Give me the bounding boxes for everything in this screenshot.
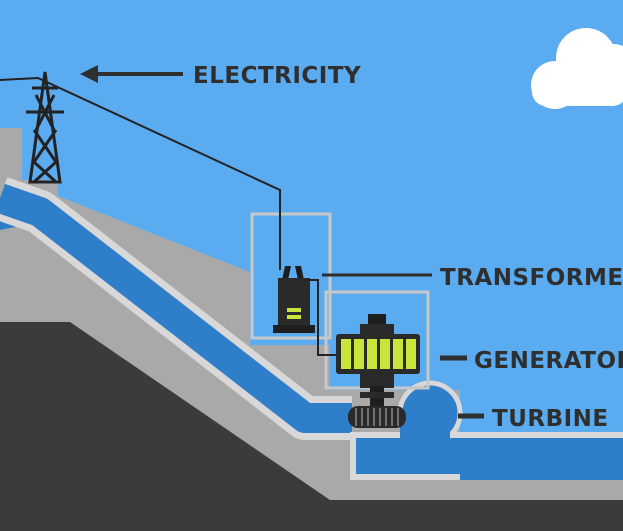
pylon-icon — [26, 71, 64, 184]
penstock-water — [0, 183, 352, 433]
river-water — [460, 448, 623, 480]
power-line — [0, 76, 281, 270]
generator-label: GENERATOR — [474, 348, 623, 374]
transformer-icon — [273, 266, 315, 333]
generator-icon — [336, 314, 420, 388]
electricity-arrow — [80, 65, 183, 83]
turbine-label: TURBINE — [492, 406, 609, 432]
electricity-label: ELECTRICITY — [193, 63, 361, 89]
transformer-label: TRANSFORMER — [440, 265, 623, 291]
turbine-icon — [348, 386, 406, 428]
transformer-generator-wire — [305, 279, 340, 356]
ground — [0, 322, 623, 531]
cloud-icon — [531, 28, 623, 109]
